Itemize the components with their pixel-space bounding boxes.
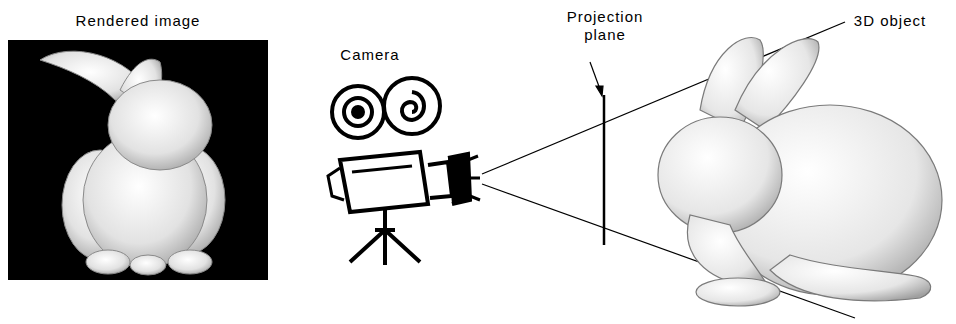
caption-label: 3D object [854, 12, 926, 30]
camera-icon [328, 78, 480, 265]
leader-line [590, 62, 603, 96]
projection-plane [603, 95, 606, 245]
caption-label: Projection plane [558, 8, 653, 44]
caption-label: Camera [340, 46, 399, 64]
bunny-3d [658, 38, 942, 306]
rendered-image [8, 40, 268, 280]
caption-label: Rendered image [76, 12, 201, 30]
